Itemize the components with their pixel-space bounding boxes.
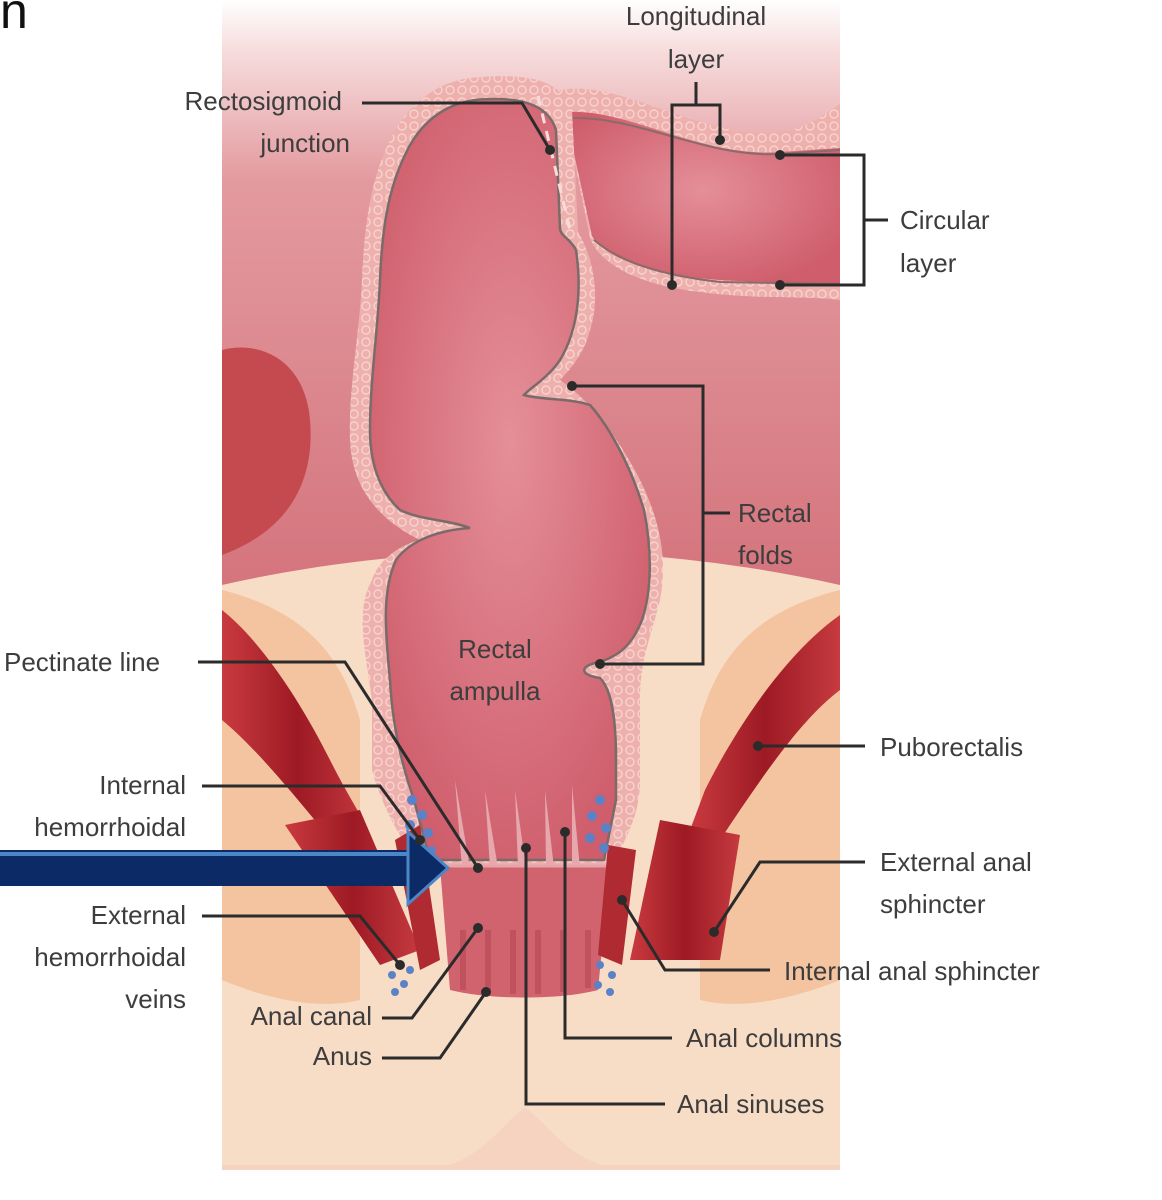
- left-puborectalis-muscle: [222, 610, 372, 860]
- label-rectosigmoid-1: Rectosigmoid: [184, 86, 342, 116]
- label-circular-2: layer: [900, 248, 957, 278]
- label-rectal-folds-1: Rectal: [738, 498, 812, 528]
- right-internal-sphincter: [598, 845, 636, 965]
- right-puborectalis-muscle: [690, 615, 840, 840]
- blue-arrow-icon: [0, 828, 451, 908]
- label-circular-1: Circular: [900, 205, 990, 235]
- anal-ridges: [460, 930, 591, 994]
- leader-dots: [395, 135, 785, 997]
- label-external-hem-1: External: [91, 900, 186, 930]
- label-internal-sphincter: Internal anal sphincter: [784, 956, 1040, 986]
- label-longitudinal-1: Longitudinal: [626, 1, 766, 31]
- label-pectinate-line: Pectinate line: [4, 647, 160, 677]
- corner-mark: n: [0, 0, 28, 39]
- leader-lines: [198, 82, 888, 1106]
- adjacent-organ: [222, 347, 311, 555]
- label-anal-canal: Anal canal: [251, 1001, 372, 1031]
- label-ampulla-2: ampulla: [449, 676, 541, 706]
- label-external-sph-1: External anal: [880, 847, 1032, 877]
- anal-columns-group: [455, 780, 580, 868]
- rectum-lumen: [368, 97, 652, 862]
- label-anal-columns: Anal columns: [686, 1023, 842, 1053]
- label-external-hem-3: veins: [125, 984, 186, 1014]
- right-external-sphincter: [630, 820, 740, 960]
- label-anus: Anus: [313, 1041, 372, 1071]
- label-rectosigmoid-2: junction: [259, 128, 350, 158]
- label-internal-hem-1: Internal: [99, 770, 186, 800]
- label-ampulla-1: Rectal: [458, 634, 532, 664]
- label-external-hem-2: hemorrhoidal: [34, 942, 186, 972]
- left-external-sphincter: [285, 810, 420, 965]
- label-anal-sinuses: Anal sinuses: [677, 1089, 824, 1119]
- label-internal-hem-2: hemorrhoidal: [34, 812, 186, 842]
- rectosigmoid-dashed-line: [536, 95, 572, 231]
- label-external-sph-2: sphincter: [880, 889, 986, 919]
- label-longitudinal-2: layer: [668, 44, 725, 74]
- label-puborectalis: Puborectalis: [880, 732, 1023, 762]
- label-rectal-folds-2: folds: [738, 540, 793, 570]
